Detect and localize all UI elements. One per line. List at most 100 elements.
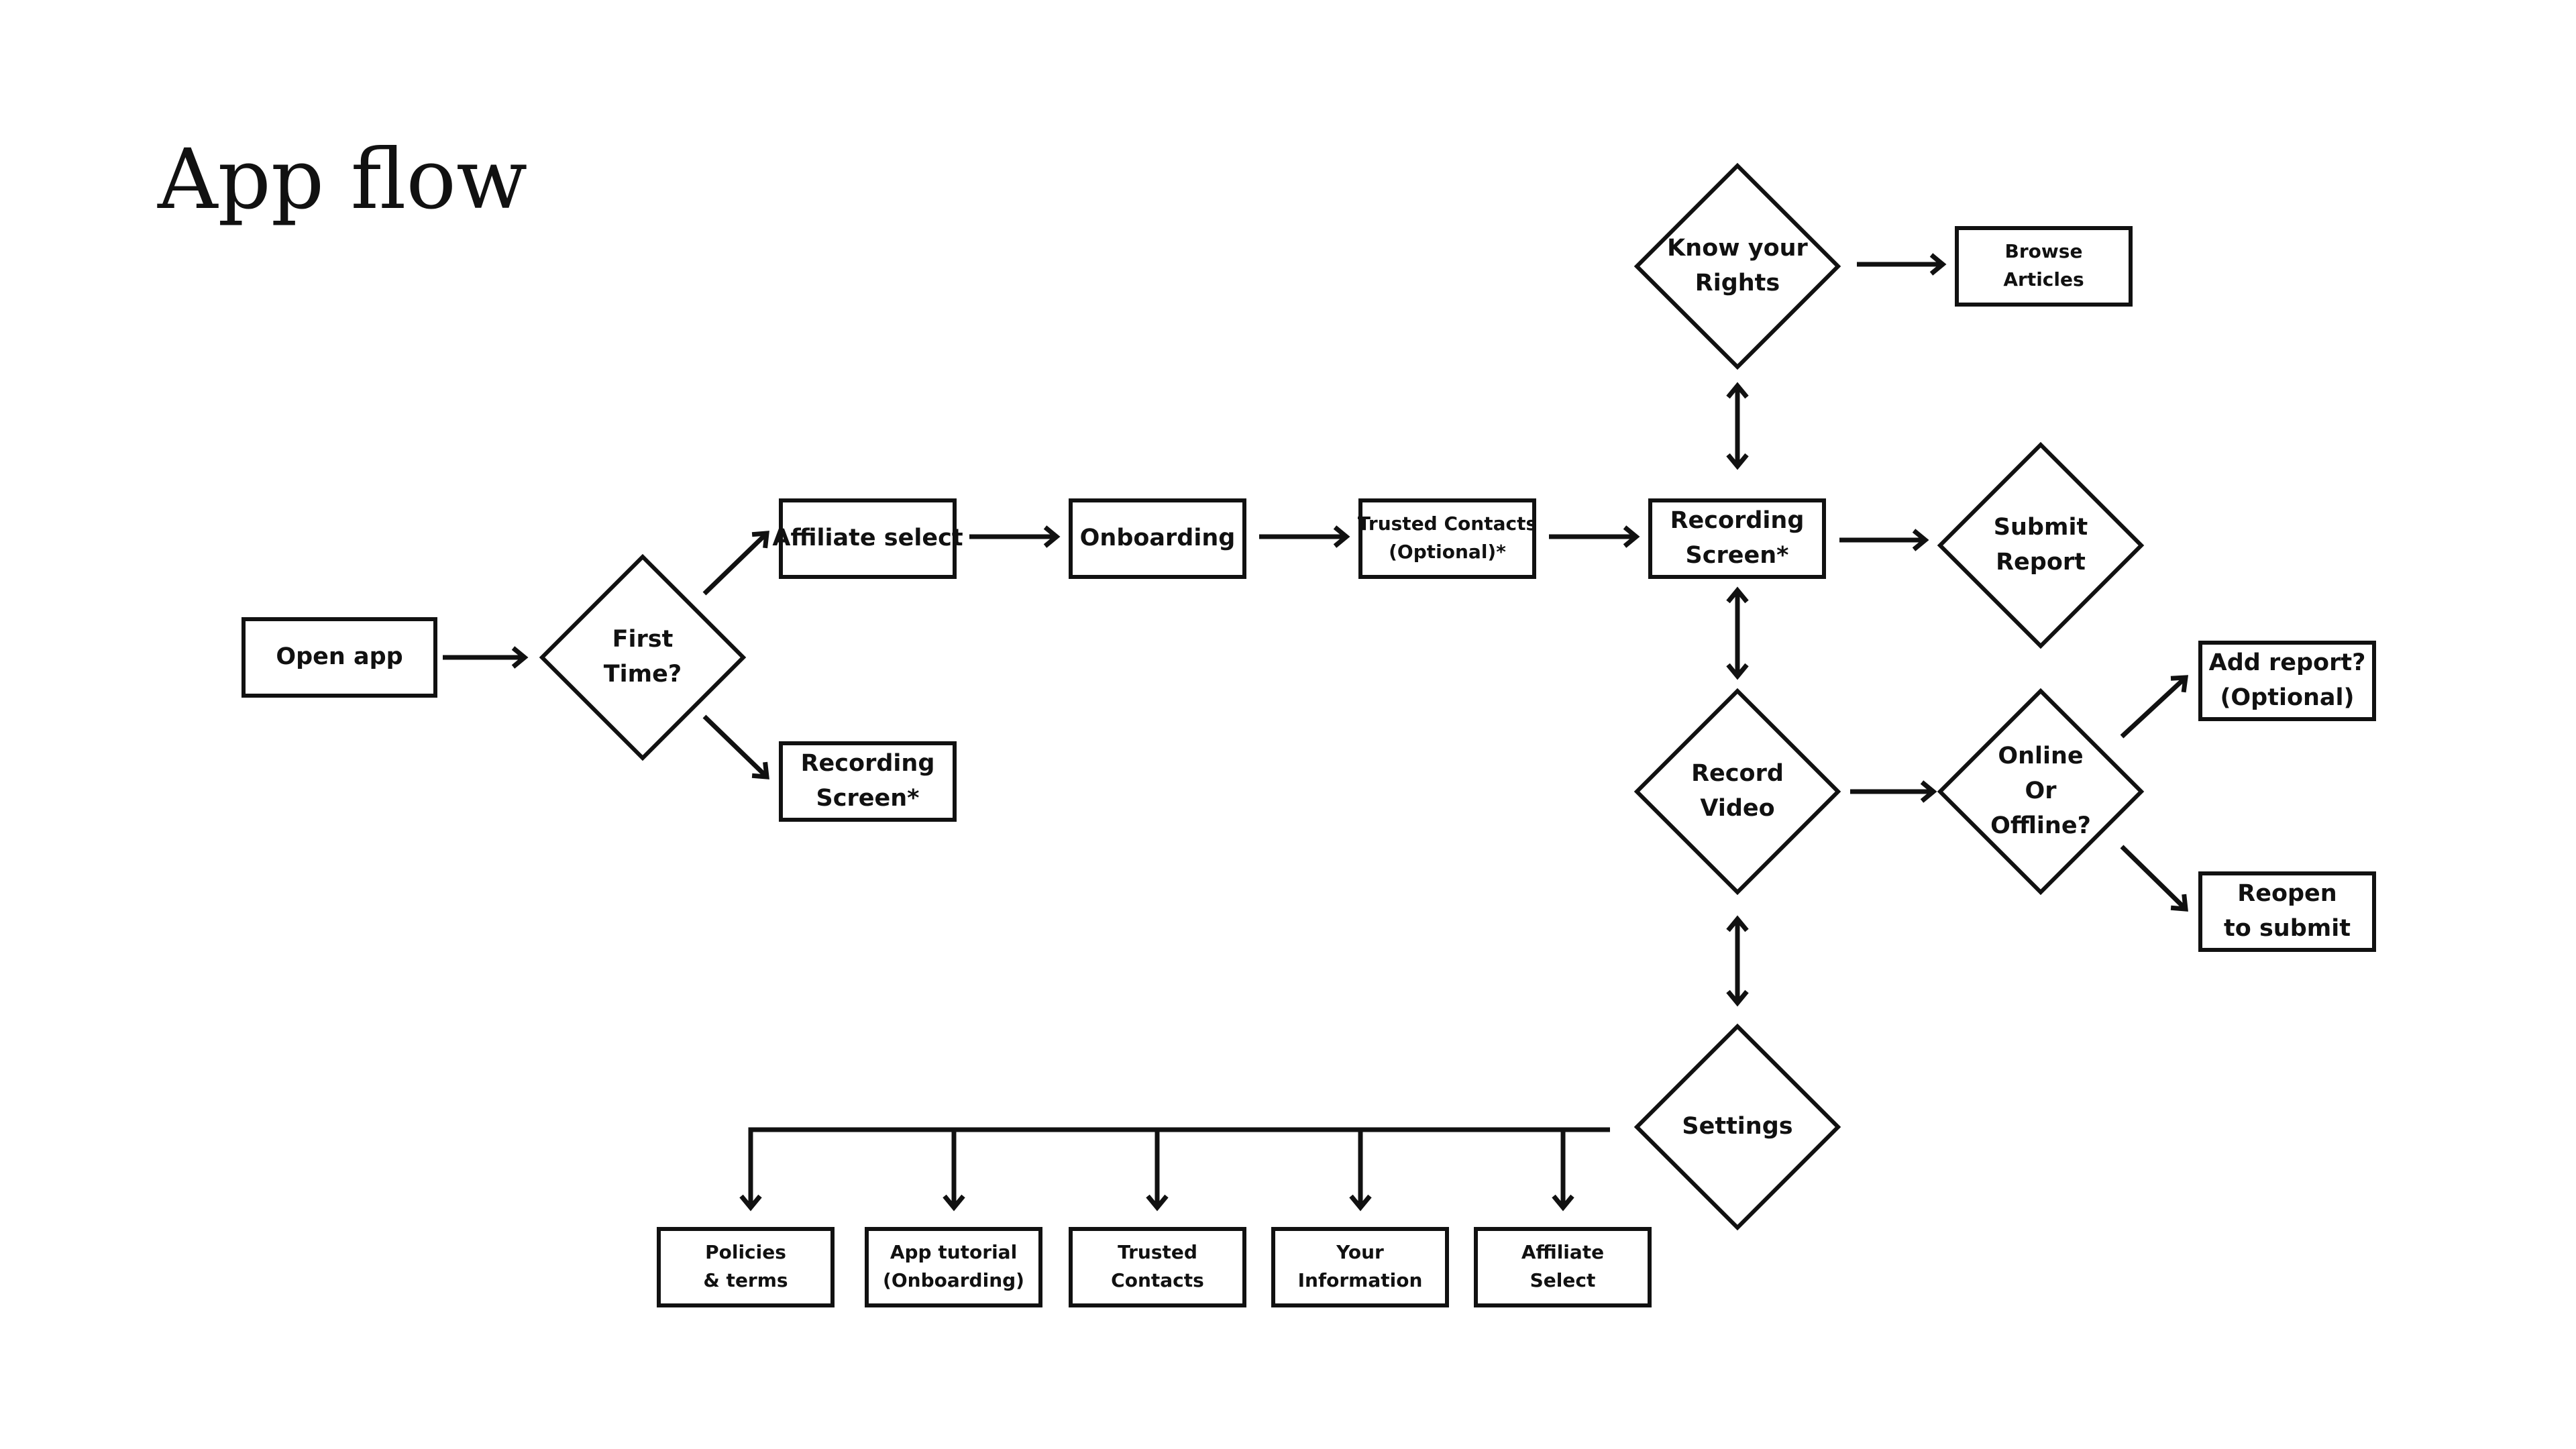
node-label: Trusted: [1118, 1241, 1197, 1263]
process-box: [1648, 498, 1826, 579]
arrowhead-icon: [1912, 529, 1929, 551]
connector-line: [702, 531, 769, 596]
node-label: Policies: [705, 1241, 786, 1263]
edge-affiliate-select-to-onboarding: [969, 525, 1061, 548]
edge-settings-to-trusted-contacts: [1146, 1130, 1169, 1212]
node-label: Articles: [2003, 268, 2084, 290]
node-label: Affiliate select: [772, 525, 963, 551]
node-label: Report: [1996, 549, 2086, 576]
node-label: (Optional): [2220, 684, 2354, 711]
node-reopen-to-submit: Reopen to submit: [2198, 871, 2376, 952]
node-onboarding: Onboarding: [1069, 498, 1246, 579]
node-label: Settings: [1682, 1113, 1792, 1140]
edge-online-or-offline-to-reopen-to-submit: [2120, 845, 2188, 912]
node-label: First: [612, 626, 674, 653]
edge-open-app-to-first-time: [443, 646, 529, 669]
process-box: [1955, 226, 2133, 307]
arrowhead-icon: [751, 531, 769, 549]
arrowhead-icon: [1726, 453, 1749, 470]
edge-onboarding-to-trusted-contacts-optional: [1259, 525, 1350, 548]
edge-settings-to-policies-terms: [739, 1127, 1610, 1212]
node-trusted-contacts-optional: Trusted Contacts(Optional)*: [1358, 498, 1537, 579]
node-label: Screen*: [1686, 542, 1789, 569]
decision-diamond: [1633, 688, 1841, 896]
node-label: Affiliate: [1521, 1241, 1604, 1263]
node-label: Or: [2025, 777, 2057, 804]
arrowhead-icon: [1726, 663, 1749, 680]
process-box: [1271, 1227, 1449, 1307]
edge-settings-to-affiliate-select-settings: [1552, 1130, 1574, 1212]
edge-first-time-to-affiliate-select: [702, 531, 769, 596]
process-box: [1474, 1227, 1652, 1307]
edge-recording-screen-main-to-know-your-rights: [1726, 382, 1749, 470]
decision-diamond: [1937, 441, 2145, 649]
arrowhead-icon: [1146, 1194, 1169, 1212]
arrowhead-icon: [1333, 525, 1350, 548]
edges-layer: [443, 253, 2189, 1212]
node-label: Browse: [2005, 240, 2083, 262]
node-label: Know your: [1667, 235, 1808, 262]
arrowhead-icon: [751, 761, 769, 780]
arrowhead-icon: [1726, 989, 1749, 1007]
arrowhead-icon: [943, 1194, 965, 1212]
process-box: [779, 498, 957, 579]
process-box: [241, 617, 437, 698]
node-affiliate-select: Affiliate select: [772, 498, 963, 579]
process-box: [1069, 498, 1246, 579]
decision-diamond: [1633, 162, 1841, 370]
arrowhead-icon: [1726, 382, 1749, 399]
arrowhead-icon: [1623, 525, 1640, 548]
node-app-tutorial: App tutorial (Onboarding): [865, 1227, 1042, 1307]
edge-settings-to-your-information: [1349, 1130, 1372, 1212]
node-label: Onboarding: [1080, 525, 1236, 551]
process-box: [779, 741, 957, 822]
node-label: Reopen: [2237, 880, 2337, 907]
node-label: Select: [1530, 1269, 1596, 1291]
decision-diamond: [1937, 688, 2145, 896]
node-label: Video: [1700, 795, 1774, 822]
node-label: Add report?: [2209, 649, 2366, 676]
node-label: (Onboarding): [883, 1269, 1024, 1291]
arrowhead-icon: [1920, 780, 1937, 803]
node-label: Offline?: [1990, 812, 2091, 839]
process-box: [1358, 498, 1536, 579]
node-settings: Settings: [1633, 1023, 1841, 1231]
connector-line: [702, 714, 769, 779]
edge-record-video-to-settings: [1726, 915, 1749, 1007]
node-label: App tutorial: [890, 1241, 1017, 1263]
process-box: [1069, 1227, 1246, 1307]
node-label: Online: [1998, 743, 2083, 769]
node-open-app: Open app: [241, 617, 437, 698]
arrowhead-icon: [511, 646, 529, 669]
edge-record-video-to-online-or-offline: [1850, 780, 1937, 803]
connector-line: [2120, 845, 2188, 911]
node-label: Rights: [1695, 270, 1780, 297]
edge-recording-screen-main-to-record-video: [1726, 586, 1749, 680]
edge-know-your-rights-to-browse-articles: [1857, 253, 1947, 276]
node-label: to submit: [2224, 915, 2351, 942]
node-label: Screen*: [816, 785, 920, 812]
edge-recording-screen-main-to-submit-report: [1839, 529, 1929, 551]
arrowhead-icon: [1929, 253, 1947, 276]
node-label: Time?: [604, 661, 682, 688]
decision-diamond: [539, 553, 747, 761]
node-label: Recording: [1670, 507, 1805, 534]
process-box: [2198, 641, 2376, 721]
process-box: [657, 1227, 835, 1307]
process-box: [865, 1227, 1042, 1307]
arrowhead-icon: [2170, 675, 2189, 693]
edge-online-or-offline-to-add-report: [2120, 675, 2189, 739]
node-label: Open app: [276, 643, 402, 670]
node-label: Record: [1691, 760, 1784, 787]
connector-line: [748, 1127, 1610, 1208]
arrowhead-icon: [1726, 586, 1749, 604]
